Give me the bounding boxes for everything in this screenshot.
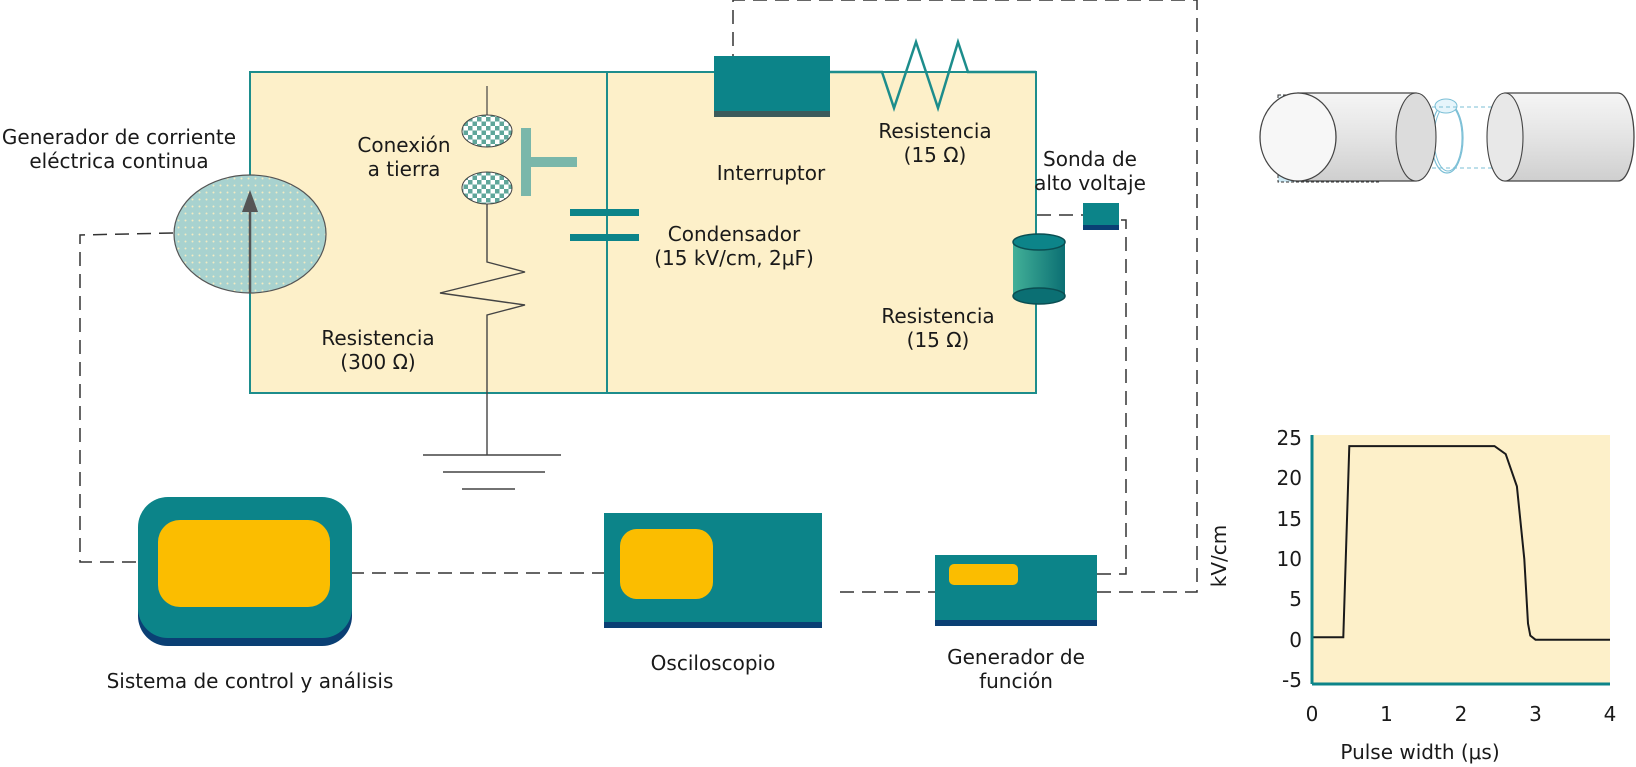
cylinder-body — [1013, 242, 1065, 296]
treatment-chamber-illustration — [1259, 92, 1635, 183]
resistor-15-top-symbol — [830, 37, 1036, 113]
probe-label-line1: Sonda de — [1043, 147, 1137, 171]
control-system-label: Sistema de control y análisis — [90, 669, 410, 693]
function-generator-label-line1: Generador de — [947, 645, 1085, 669]
chart-series-line — [1312, 445, 1610, 641]
resistor-15-load-symbol — [1012, 233, 1066, 305]
chart-y-tick-label: 0 — [1289, 627, 1302, 652]
resistor-300-label-line2: (300 Ω) — [340, 350, 416, 374]
switch-base — [714, 111, 830, 117]
resistor-300-label: Resistencia (300 Ω) — [313, 326, 443, 374]
electrode-left-end — [1259, 92, 1337, 182]
ground-electrode-upper — [461, 114, 513, 148]
chart-y-tick-label: -5 — [1282, 668, 1302, 692]
oscilloscope-base — [604, 622, 822, 628]
circuit-right-section — [606, 71, 1037, 394]
dc-generator-label: Generador de corriente eléctrica continu… — [0, 125, 238, 173]
ground-electrode-lower — [461, 171, 513, 205]
chart-y-tick-label: 10 — [1276, 547, 1302, 571]
dc-generator-symbol — [173, 174, 327, 294]
pulse-chart — [1310, 435, 1610, 686]
chart-x-axis-title: Pulse width (μs) — [1340, 740, 1500, 764]
oscilloscope-label: Osciloscopio — [633, 651, 793, 675]
ground-contact-arm — [529, 157, 577, 167]
chart-x-tick-label: 2 — [1454, 702, 1468, 726]
chart-x-tick-label: 1 — [1380, 702, 1393, 726]
cylinder-top — [1012, 233, 1066, 251]
chart-plot-background — [1312, 435, 1610, 684]
ground-label: Conexión a tierra — [340, 133, 468, 181]
dashed-line-probe-to-function-generator — [1097, 219, 1127, 575]
ground-label-line1: Conexión — [357, 133, 451, 157]
capacitor-label: Condensador (15 kV/cm, 2μF) — [640, 222, 828, 270]
capacitor-plate-bottom — [570, 234, 639, 241]
ground-label-line2: a tierra — [367, 157, 441, 181]
chart-x-tick-label: 0 — [1305, 702, 1319, 726]
dashed-line-generator-to-control — [79, 232, 174, 563]
function-generator-device — [935, 555, 1097, 626]
capacitor-label-line1: Condensador — [667, 222, 801, 246]
function-generator-label: Generador de función — [935, 645, 1097, 693]
arrow-up-icon — [242, 190, 258, 212]
capacitor-symbol — [570, 209, 639, 241]
chart-y-tick-label: 25 — [1276, 426, 1302, 450]
control-system-label-text: Sistema de control y análisis — [106, 669, 394, 693]
probe-label-line2: alto voltaje — [1034, 171, 1146, 195]
chamber-ring-right-inner — [1433, 104, 1463, 172]
probe-base — [1083, 225, 1119, 230]
function-generator-base — [935, 620, 1097, 626]
chart-x-tick-label: 3 — [1529, 702, 1542, 726]
oscilloscope-device — [604, 513, 822, 628]
ground-contact-bar — [521, 128, 531, 196]
electrode-left-face — [1395, 92, 1437, 182]
dc-generator-label-line2: eléctrica continua — [29, 149, 209, 173]
chart-x-tick-label: 4 — [1603, 702, 1617, 726]
oscilloscope-label-text: Osciloscopio — [650, 651, 776, 675]
resistor-300-label-line1: Resistencia — [321, 326, 435, 350]
resistor-15-load-label: Resistencia (15 Ω) — [868, 304, 1008, 352]
function-generator-display — [949, 564, 1018, 585]
oscilloscope-screen — [620, 529, 713, 599]
capacitor-label-line2: (15 kV/cm, 2μF) — [654, 246, 814, 270]
chart-y-tick-label: 15 — [1276, 506, 1302, 531]
probe-body — [1083, 203, 1119, 227]
switch-body — [714, 56, 830, 113]
resistor-15-top-label-line1: Resistencia — [878, 119, 992, 143]
function-generator-label-line2: función — [979, 669, 1053, 693]
control-system-device — [138, 497, 352, 646]
cylinder-bottom — [1012, 287, 1066, 305]
resistor-300-symbol — [439, 204, 526, 455]
probe-label: Sonda de alto voltaje — [1030, 147, 1150, 195]
capacitor-plate-top — [570, 209, 639, 216]
electrode-right-face — [1486, 92, 1524, 182]
control-system-screen — [158, 520, 330, 607]
electrode-right-body — [1504, 92, 1635, 182]
chart-y-tick-label: 20 — [1276, 466, 1302, 491]
switch-symbol — [714, 56, 830, 117]
dc-generator-label-line1: Generador de corriente — [1, 125, 237, 149]
resistor-15-top-label: Resistencia (15 Ω) — [865, 119, 1005, 167]
chamber-bubble — [1434, 98, 1458, 114]
ground-connection-symbol — [423, 86, 577, 490]
probe-symbol — [1083, 203, 1119, 230]
chart-y-tick-label: 5 — [1289, 587, 1302, 612]
dashed-line-function-generator-to-switch — [732, 0, 1198, 593]
resistor-15-load-label-line2: (15 Ω) — [906, 328, 970, 352]
chart-y-axis-title: kV/cm — [1207, 524, 1231, 588]
resistor-15-load-label-line1: Resistencia — [881, 304, 995, 328]
switch-label: Interruptor — [701, 161, 841, 185]
resistor-15-top-label-line2: (15 Ω) — [903, 143, 967, 167]
switch-label-text: Interruptor — [716, 161, 826, 185]
